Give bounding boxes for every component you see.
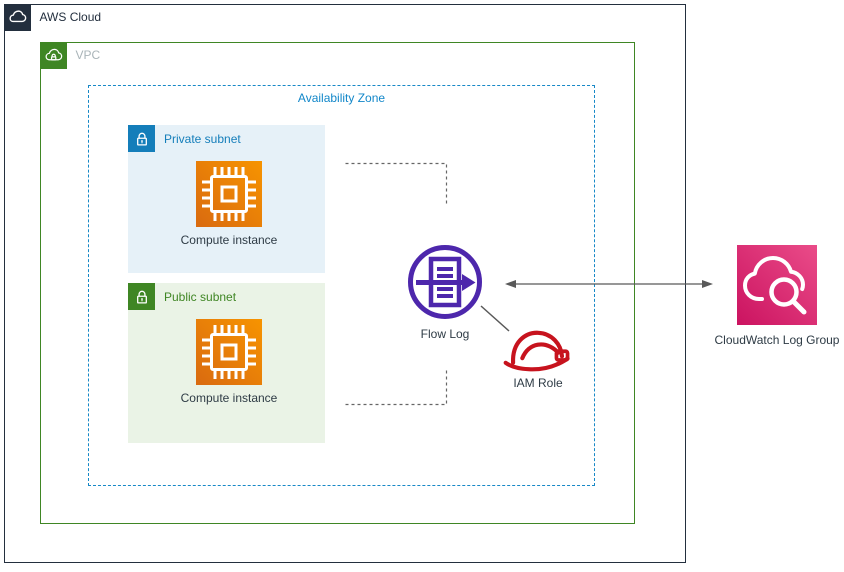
public-subnet-header: Public subnet bbox=[128, 283, 236, 310]
flow-log-node: Flow Log bbox=[406, 243, 484, 341]
availability-zone-group: Availability Zone bbox=[88, 85, 595, 486]
flow-log-label: Flow Log bbox=[420, 327, 470, 341]
iam-role-label: IAM Role bbox=[513, 376, 563, 390]
aws-cloud-label: AWS Cloud bbox=[39, 10, 102, 24]
compute-instance-icon: Compute instance bbox=[181, 319, 277, 405]
private-subnet-header: Private subnet bbox=[128, 125, 241, 152]
compute-instance-label: Compute instance bbox=[180, 233, 278, 247]
public-subnet-lock-icon bbox=[128, 283, 155, 310]
iam-role-icon: IAM Role bbox=[502, 324, 574, 390]
private-subnet-group: Private subnet bbox=[128, 125, 325, 273]
cloudwatch-log-group-node: CloudWatch Log Group bbox=[715, 245, 839, 347]
iam-role-node: IAM Role bbox=[502, 324, 574, 390]
cloudwatch-log-group-label: CloudWatch Log Group bbox=[714, 333, 840, 347]
aws-cloud-header: AWS Cloud bbox=[3, 3, 102, 31]
arrowhead-right bbox=[702, 280, 713, 288]
compute-instance-private: Compute instance bbox=[181, 161, 277, 247]
cloudwatch-log-group-icon: CloudWatch Log Group bbox=[715, 245, 839, 347]
flow-log-icon: Flow Log bbox=[406, 243, 484, 341]
vpc-label: VPC bbox=[75, 48, 101, 62]
public-subnet-label: Public subnet bbox=[164, 289, 237, 304]
availability-zone-label: Availability Zone bbox=[297, 91, 386, 105]
compute-instance-label: Compute instance bbox=[180, 391, 278, 405]
private-subnet-lock-icon bbox=[128, 125, 155, 152]
aws-cloud-icon bbox=[3, 3, 31, 31]
vpc-icon bbox=[39, 41, 67, 69]
compute-instance-icon: Compute instance bbox=[181, 161, 277, 247]
vpc-header: VPC bbox=[39, 41, 101, 69]
compute-instance-public: Compute instance bbox=[181, 319, 277, 405]
private-subnet-label: Private subnet bbox=[164, 131, 241, 146]
vpc-group: VPC bbox=[39, 41, 635, 524]
